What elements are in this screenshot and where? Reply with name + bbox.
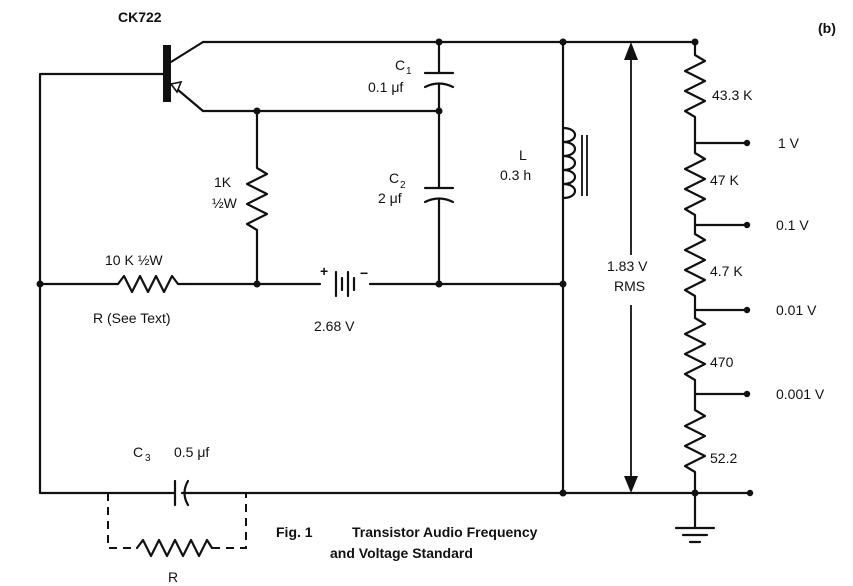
c3-value: 0.5 μf — [174, 444, 209, 460]
r10k-value: 10 K ½W — [105, 252, 163, 268]
voltage-measurement-arrow — [624, 42, 638, 493]
c3-index: 3 — [145, 453, 151, 464]
inductor-value: 0.3 h — [500, 167, 531, 183]
terminal-0-1v — [743, 221, 751, 229]
meter-unit: RMS — [614, 278, 645, 294]
capacitor-c1 — [423, 40, 455, 113]
junction-dot — [435, 280, 443, 288]
junction-dot — [435, 107, 443, 115]
c1-name: C — [395, 57, 405, 73]
ground-symbol — [674, 491, 716, 544]
junction-dot — [435, 38, 443, 46]
output-label-1: 1 V — [778, 135, 800, 151]
caption-line-1: Transistor Audio Frequency — [352, 524, 538, 540]
divider-r2-label: 47 K — [710, 172, 739, 188]
divider-resistor-4 — [683, 308, 707, 396]
battery: + − — [320, 263, 368, 298]
terminal-0-001v — [743, 390, 751, 398]
divider-resistor-1 — [683, 40, 707, 145]
caption-fig-number: Fig. 1 — [276, 524, 313, 540]
r10k-note: R (See Text) — [93, 310, 171, 326]
parallel-r-dashed-right — [212, 493, 247, 549]
transistor-label: CK722 — [118, 9, 162, 25]
c2-value: 2 μf — [378, 190, 402, 206]
transistor-ck722 — [163, 40, 205, 113]
divider-r1-label: 43.3 K — [712, 87, 753, 103]
panel-label: (b) — [818, 20, 836, 36]
terminal-0-01v — [743, 306, 751, 314]
c1-value: 0.1 μf — [368, 79, 403, 95]
meter-voltage: 1.83 V — [607, 258, 648, 274]
c2-index: 2 — [400, 180, 406, 191]
resistor-1k — [245, 109, 269, 286]
output-label-3: 0.01 V — [776, 302, 817, 318]
terminal-1v — [743, 139, 751, 147]
capacitor-c3 — [166, 479, 190, 507]
r1k-value: 1K — [214, 174, 232, 190]
divider-resistor-5 — [683, 392, 707, 495]
junction-dot — [253, 280, 261, 288]
c1-index: 1 — [406, 66, 412, 77]
parallel-resistor-r — [135, 538, 214, 558]
parallel-r-label: R — [168, 569, 178, 585]
junction-dot — [253, 107, 261, 115]
divider-resistor-3 — [683, 223, 707, 312]
capacitor-c2 — [423, 109, 455, 286]
divider-r3-label: 4.7 K — [710, 263, 743, 279]
junction-dot — [691, 38, 699, 46]
parallel-r-dashed-left — [107, 493, 137, 549]
inductor-name: L — [519, 147, 527, 163]
resistor-10k — [116, 274, 186, 294]
transistor-collector-lead — [169, 40, 205, 64]
r1k-power: ½W — [212, 195, 238, 211]
junction-dot — [559, 38, 567, 46]
transistor-base-bar — [163, 45, 171, 102]
divider-resistor-2 — [683, 141, 707, 227]
svg-text:+: + — [320, 263, 328, 279]
output-label-4: 0.001 V — [776, 386, 825, 402]
output-label-2: 0.1 V — [776, 217, 809, 233]
junction-dot — [36, 280, 44, 288]
svg-text:−: − — [360, 265, 368, 281]
c3-name: C — [133, 444, 143, 460]
junction-dot — [559, 280, 567, 288]
caption-line-2: and Voltage Standard — [330, 545, 473, 561]
divider-r5-label: 52.2 — [710, 450, 737, 466]
junction-dot — [691, 489, 699, 497]
terminal-ground — [746, 489, 754, 497]
transistor-emitter-arrow — [169, 80, 183, 94]
divider-r4-label: 470 — [710, 354, 734, 370]
inductor-l — [561, 126, 588, 200]
c2-name: C — [389, 170, 399, 186]
battery-voltage: 2.68 V — [314, 318, 355, 334]
junction-dot — [559, 489, 567, 497]
